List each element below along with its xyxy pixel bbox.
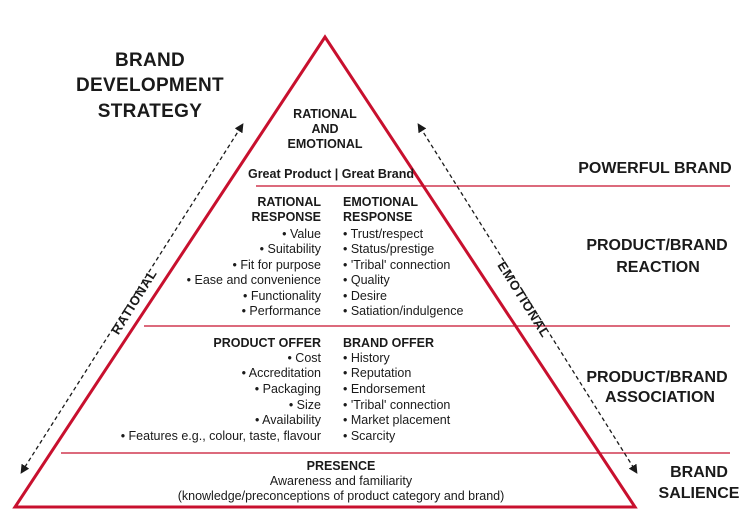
level-reaction-line-2: REACTION [616, 259, 700, 276]
brand-offer-item: • 'Tribal' connection [343, 398, 450, 412]
emotional-item: • Trust/respect [343, 227, 424, 241]
rational-item: • Ease and convenience [187, 273, 321, 287]
apex-line-3: EMOTIONAL [288, 137, 363, 151]
level-powerful-brand: POWERFUL BRAND [578, 160, 731, 177]
emotional-response-heading-1: EMOTIONAL [343, 195, 418, 209]
presence-line-1: Awareness and familiarity [270, 474, 413, 488]
rational-item: • Functionality [243, 289, 322, 303]
apex-line-1: RATIONAL [293, 107, 357, 121]
apex-line-2: AND [311, 122, 338, 136]
product-offer-item: • Accreditation [242, 366, 321, 380]
rational-response-heading-2: RESPONSE [252, 210, 321, 224]
emotional-axis-label: EMOTIONAL [494, 259, 553, 341]
level-reaction-line-1: PRODUCT/BRAND [586, 237, 727, 254]
brand-offer-item: • History [343, 351, 390, 365]
product-offer-item: • Packaging [255, 382, 321, 396]
presence-line-2: (knowledge/preconceptions of product cat… [178, 489, 505, 503]
product-offer-item: • Size [289, 398, 321, 412]
level-association-line-1: PRODUCT/BRAND [586, 369, 727, 386]
product-offer-heading: PRODUCT OFFER [213, 336, 321, 350]
level-association-line-2: ASSOCIATION [605, 389, 715, 406]
rational-item: • Fit for purpose [233, 258, 321, 272]
product-offer-item: • Cost [287, 351, 321, 365]
emotional-arrow [417, 123, 638, 474]
emotional-item: • Satiation/indulgence [343, 304, 463, 318]
emotional-item: • Quality [343, 273, 391, 287]
brand-offer-item: • Reputation [343, 366, 411, 380]
rational-item: • Performance [242, 304, 321, 318]
emotional-response-heading-2: RESPONSE [343, 210, 412, 224]
diagram-title-line-3: STRATEGY [98, 101, 202, 122]
level-salience-line-1: BRAND [670, 464, 728, 481]
brand-offer-item: • Scarcity [343, 429, 396, 443]
brand-offer-item: • Endorsement [343, 382, 426, 396]
rational-item: • Suitability [260, 242, 322, 256]
product-offer-item: • Availability [255, 413, 322, 427]
diagram-title-line-1: BRAND [115, 50, 185, 71]
rational-response-heading-1: RATIONAL [257, 195, 321, 209]
rational-item: • Value [282, 227, 321, 241]
presence-heading: PRESENCE [307, 459, 376, 473]
diagram-title-line-2: DEVELOPMENT [76, 75, 224, 96]
emotional-item: • Status/prestige [343, 242, 434, 256]
emotional-item: • 'Tribal' connection [343, 258, 450, 272]
rational-arrow [20, 123, 244, 474]
brand-offer-item: • Market placement [343, 413, 451, 427]
brand-offer-heading: BRAND OFFER [343, 336, 434, 350]
emotional-item: • Desire [343, 289, 387, 303]
great-product-great-brand: Great Product | Great Brand [248, 167, 414, 181]
level-salience-line-2: SALIENCE [659, 485, 740, 502]
product-offer-item: • Features e.g., colour, taste, flavour [121, 429, 321, 443]
